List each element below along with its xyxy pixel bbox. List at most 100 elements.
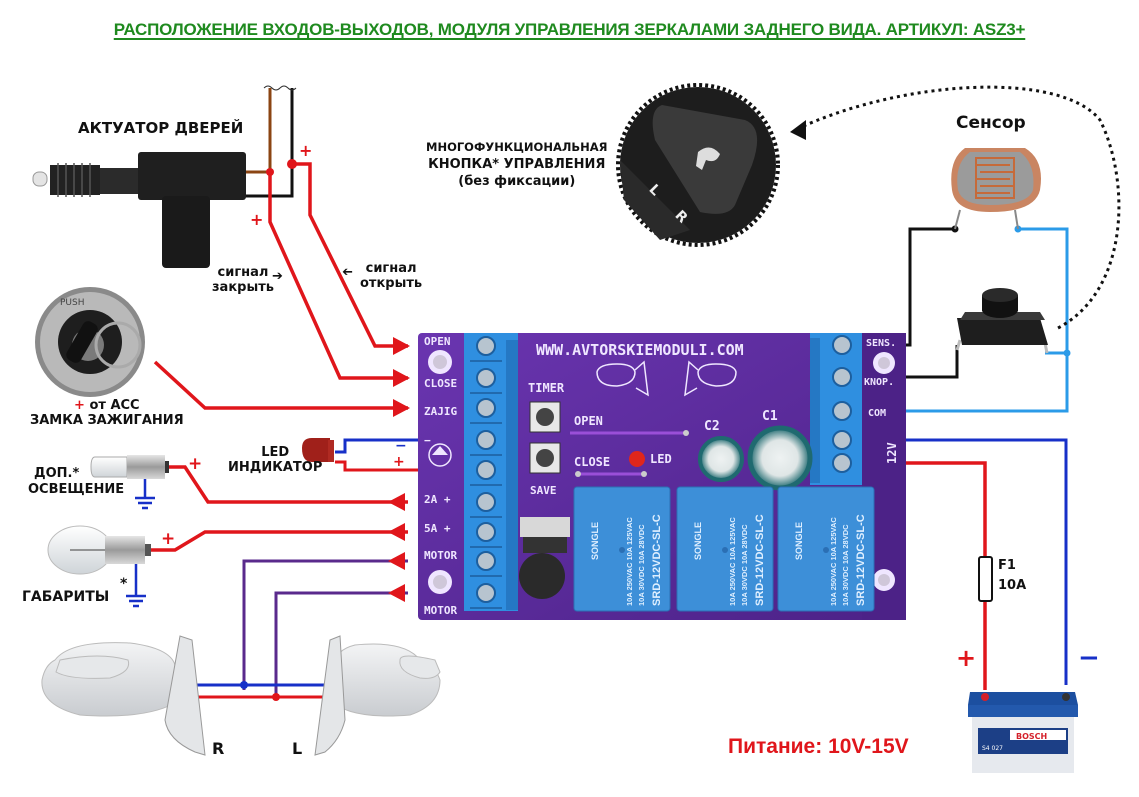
- relay-text: 10A 250VAC 10A 125VAC: [625, 517, 634, 606]
- arrow-parking: [388, 523, 405, 541]
- tact-button-image: [955, 288, 1049, 354]
- ignition-switch-image: PUSH: [35, 287, 145, 397]
- pcb-c2-label: C2: [704, 419, 720, 434]
- pcb-timer-label: TIMER: [528, 381, 565, 395]
- actuator-plus-open: +: [299, 141, 313, 160]
- terminal-screw-zajig: [470, 398, 502, 424]
- motor-wire-1: [242, 559, 408, 690]
- ignition-wire: [153, 360, 408, 410]
- sensor-label: Сенсор: [956, 113, 1026, 133]
- led-minus-sign: −: [395, 438, 407, 454]
- terminal-screw-close: [470, 368, 502, 394]
- terminal-screw-open: [470, 336, 502, 362]
- relay-text: 10A 250VAC 10A 125VAC: [728, 517, 737, 606]
- left-terminal-block: [464, 333, 518, 611]
- parking-light-bulb: [47, 525, 151, 608]
- dotted-link: [794, 85, 1121, 330]
- dotted-link-arrowhead: [790, 120, 806, 140]
- relay-text: SRD-12VDC-SL-C: [651, 514, 663, 606]
- led-minus-wire: [335, 438, 420, 454]
- arrow-open: [393, 337, 410, 355]
- battery-plus: +: [956, 644, 977, 672]
- mirror-right-image: [41, 635, 206, 756]
- relay-text: SRD-12VDC-SL-C: [855, 514, 867, 606]
- push-engraving: PUSH: [60, 298, 85, 308]
- capacitor-c2: [698, 436, 744, 482]
- right-terminal-screws: [832, 335, 852, 473]
- battery-brand: BOSCH: [1016, 732, 1047, 741]
- extra-light-wire: [168, 465, 408, 504]
- ignition-plus: +: [74, 398, 85, 413]
- mf-button-line3: (без фиксации): [458, 174, 576, 190]
- pin-label: CLOSE: [424, 377, 457, 390]
- led-plus-sign: +: [393, 454, 405, 470]
- signal-close-line1: сигнал: [217, 265, 269, 280]
- pin-label: SENS.: [866, 338, 896, 349]
- terminal-screw-5a-: [470, 522, 502, 548]
- power-label: Питание: 10V-15V: [728, 735, 909, 758]
- mf-button-line2: КНОПКА* УПРАВЛЕНИЯ: [428, 156, 606, 172]
- ignition-line1: от АСС: [89, 398, 140, 413]
- terminal-screw-right-3: [832, 430, 852, 450]
- extra-light-bulb: [90, 455, 169, 510]
- parking-lights-plus: +: [161, 529, 176, 549]
- battery-minus: −: [1078, 643, 1100, 673]
- pin-label: ZAJIG: [424, 405, 457, 418]
- terminal-screw-right-0: [832, 335, 852, 355]
- junction-dot: [1063, 349, 1071, 357]
- arrow-acc: [393, 399, 410, 417]
- input-arrows: [388, 337, 410, 602]
- arrow-close-indicator: ➔: [272, 269, 283, 284]
- actuator-black-wire: [240, 88, 294, 198]
- extra-light-line2: ОСВЕЩЕНИЕ: [28, 482, 125, 498]
- arrow-open-indicator: ➔: [342, 265, 353, 280]
- signal-close-label: сигнал закрыть: [212, 265, 274, 296]
- junction-dot: [240, 681, 248, 689]
- mirror-right-label: R: [212, 739, 225, 758]
- pcb-open-button[interactable]: [529, 401, 561, 433]
- relay-text: SONGLE: [693, 522, 703, 560]
- pcb-url: WWW.AVTORSKIEMODULI.COM: [536, 341, 744, 359]
- pin-label: MOTOR: [424, 604, 457, 617]
- relay-text: SONGLE: [794, 522, 804, 560]
- terminal-screw-motor: [470, 551, 502, 577]
- pin-label: KNOP.: [864, 377, 894, 388]
- signal-open-label: сигнал открыть: [360, 261, 423, 292]
- pin-label: COM: [868, 408, 886, 419]
- signal-open-line2: открыть: [360, 275, 423, 291]
- arrow-close: [393, 369, 410, 387]
- actuator-plus-close: +: [250, 210, 264, 229]
- relay-text: 10A 30VDC 10A 28VDC: [841, 524, 850, 606]
- wire-break-mark: [263, 85, 297, 91]
- junction-dot: [272, 693, 280, 701]
- left-pin-labels: OPEN CLOSE ZAJIG − 2A + 5A + MOTOR MOTOR: [424, 335, 457, 617]
- motor-wire-2: [274, 591, 408, 697]
- terminal-screw--: [470, 430, 502, 456]
- pin-label: OPEN: [424, 335, 451, 348]
- led-line1: LED: [261, 445, 290, 460]
- fuse-rating: 10A: [998, 577, 1027, 593]
- relay-text: SRD-12VDC-SL-C: [754, 514, 766, 606]
- mirror-adjust-icon: [696, 147, 720, 170]
- led-line2: ИНДИКАТОР: [228, 459, 323, 475]
- pcb-led-label: LED: [650, 452, 672, 466]
- control-module-pcb: OPEN CLOSE ZAJIG − 2A + 5A + MOTOR MOTOR…: [418, 333, 906, 620]
- battery-model: S4 027: [982, 745, 1003, 752]
- pcb-open-label: OPEN: [574, 414, 603, 428]
- buzzer: [519, 553, 565, 599]
- relay-text: 10A 250VAC 10A 125VAC: [829, 517, 838, 606]
- terminal-screw-right-2: [832, 401, 852, 421]
- multifunction-button-image[interactable]: L R: [616, 83, 780, 247]
- relay-text: 10A 30VDC 10A 28VDC: [637, 524, 646, 606]
- parking-lights-wire: [150, 530, 408, 552]
- fuse-name: F1: [998, 558, 1016, 573]
- signal-close-line2: закрыть: [212, 279, 274, 295]
- open-signal-wire: [292, 162, 408, 348]
- relay-text: SONGLE: [590, 522, 600, 560]
- terminal-screw-right-1: [832, 367, 852, 387]
- arrow-motor-2: [388, 584, 405, 602]
- pcb-close-save-button[interactable]: [529, 442, 561, 474]
- pin-label: −: [424, 434, 431, 447]
- extra-light-label: ДОП.* ОСВЕЩЕНИЕ: [28, 466, 124, 499]
